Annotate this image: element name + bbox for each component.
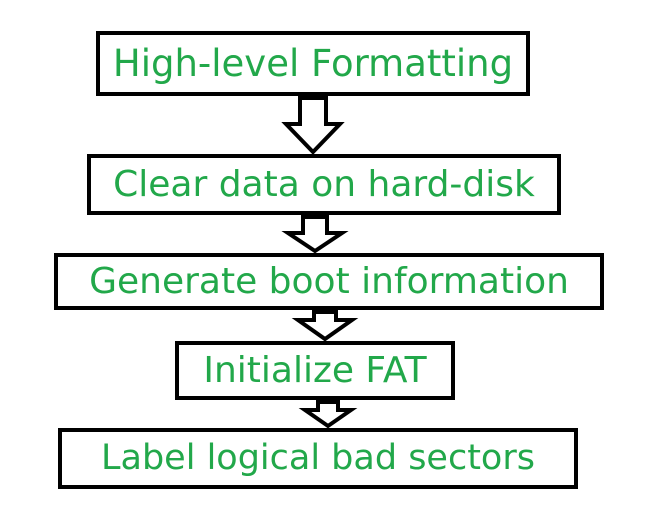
step-label: Initialize FAT — [203, 349, 427, 391]
step-box-initialize-fat: Initialize FAT — [175, 341, 455, 400]
step-label: Clear data on hard-disk — [113, 163, 535, 205]
step-box-clear-data: Clear data on hard-disk — [87, 154, 561, 215]
down-arrow-icon — [281, 215, 349, 254]
down-arrow-icon — [281, 96, 345, 155]
step-label: High-level Formatting — [112, 42, 514, 85]
down-arrow-icon — [291, 310, 359, 342]
down-arrow-icon — [298, 400, 358, 429]
step-box-high-level-formatting: High-level Formatting — [96, 31, 530, 96]
step-box-generate-boot-information: Generate boot information — [54, 253, 604, 310]
step-label: Label logical bad sectors — [101, 438, 535, 478]
step-box-label-bad-sectors: Label logical bad sectors — [58, 428, 578, 489]
step-label: Generate boot information — [89, 260, 569, 302]
